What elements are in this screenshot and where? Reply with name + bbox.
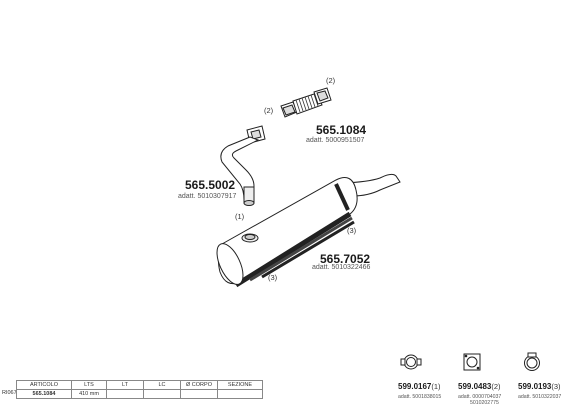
accessory-adatt: adatt. 5010322037 <box>518 394 562 400</box>
spec-value-cell <box>143 389 181 399</box>
accessory-adatt: adatt. 5001838015 <box>398 394 442 400</box>
bent-pipe-end-qty: (1) <box>235 212 245 221</box>
accessory-599-0483[interactable]: 599.0483(2) adatt. 0000704037 5010202775 <box>458 376 501 406</box>
flex-corrugation <box>295 93 319 113</box>
accessory-qty: (2) <box>491 382 501 391</box>
spec-header-cell: LTS <box>71 380 107 390</box>
spec-table-value-row: 565.1084 410 mm <box>16 389 263 399</box>
silencer-body-qty: (3) <box>268 273 278 282</box>
flex-pipe-drawing <box>280 87 332 118</box>
spec-header-cell: SEZIONE <box>217 380 263 390</box>
spec-value-cell <box>217 389 263 399</box>
silencer-outlet-qty: (3) <box>347 226 357 235</box>
spec-value-cell <box>106 389 144 399</box>
spec-table: ARTICOLO LTS LT LC Ø CORPO SEZIONE 565.1… <box>16 380 263 399</box>
bent-pipe-adatt: adatt. 5010307917 <box>178 193 237 200</box>
accessory-code: 599.0483 <box>458 382 492 391</box>
reference-code: RI067 <box>2 390 17 396</box>
accessory-code: 599.0167 <box>398 382 432 391</box>
accessory-qty: (3) <box>551 382 561 391</box>
spec-header-cell: LT <box>106 380 144 390</box>
spec-table-header-row: ARTICOLO LTS LT LC Ø CORPO SEZIONE <box>16 380 263 390</box>
silencer-code[interactable]: 565.7052 <box>320 252 371 266</box>
accessory-adatt: adatt. 0000704037 <box>458 394 502 400</box>
spec-header-cell: Ø CORPO <box>180 380 218 390</box>
spec-header-cell: LC <box>143 380 181 390</box>
clamp-ring-icon <box>400 354 422 370</box>
spec-value-cell: 410 mm <box>71 389 107 399</box>
spec-value-cell: 565.1084 <box>16 389 72 399</box>
bent-pipe-flange-qty: (2) <box>264 106 274 115</box>
accessory-599-0193[interactable]: 599.0193(3) adatt. 5010322037 <box>518 376 561 400</box>
accessory-code: 599.0193 <box>518 382 552 391</box>
clamp-band-icon <box>524 352 540 371</box>
accessory-599-0167[interactable]: 599.0167(1) adatt. 5001838015 <box>398 376 441 400</box>
silencer-adatt: adatt. 5010322466 <box>312 264 371 271</box>
bent-pipe-drawing <box>220 125 266 206</box>
flex-pipe-code[interactable]: 565.1084 <box>316 123 367 137</box>
flex-pipe-qty: (2) <box>326 76 336 85</box>
flange-gasket-icon <box>463 353 481 371</box>
spec-header-cell: ARTICOLO <box>16 380 72 390</box>
accessory-adatt-2: 5010202775 <box>470 400 499 406</box>
flex-pipe-adatt: adatt. 5000951507 <box>306 137 365 144</box>
silencer-drawing <box>216 173 401 288</box>
accessory-qty: (1) <box>431 382 441 391</box>
bent-pipe-code[interactable]: 565.5002 <box>185 178 236 192</box>
spec-value-cell <box>180 389 218 399</box>
